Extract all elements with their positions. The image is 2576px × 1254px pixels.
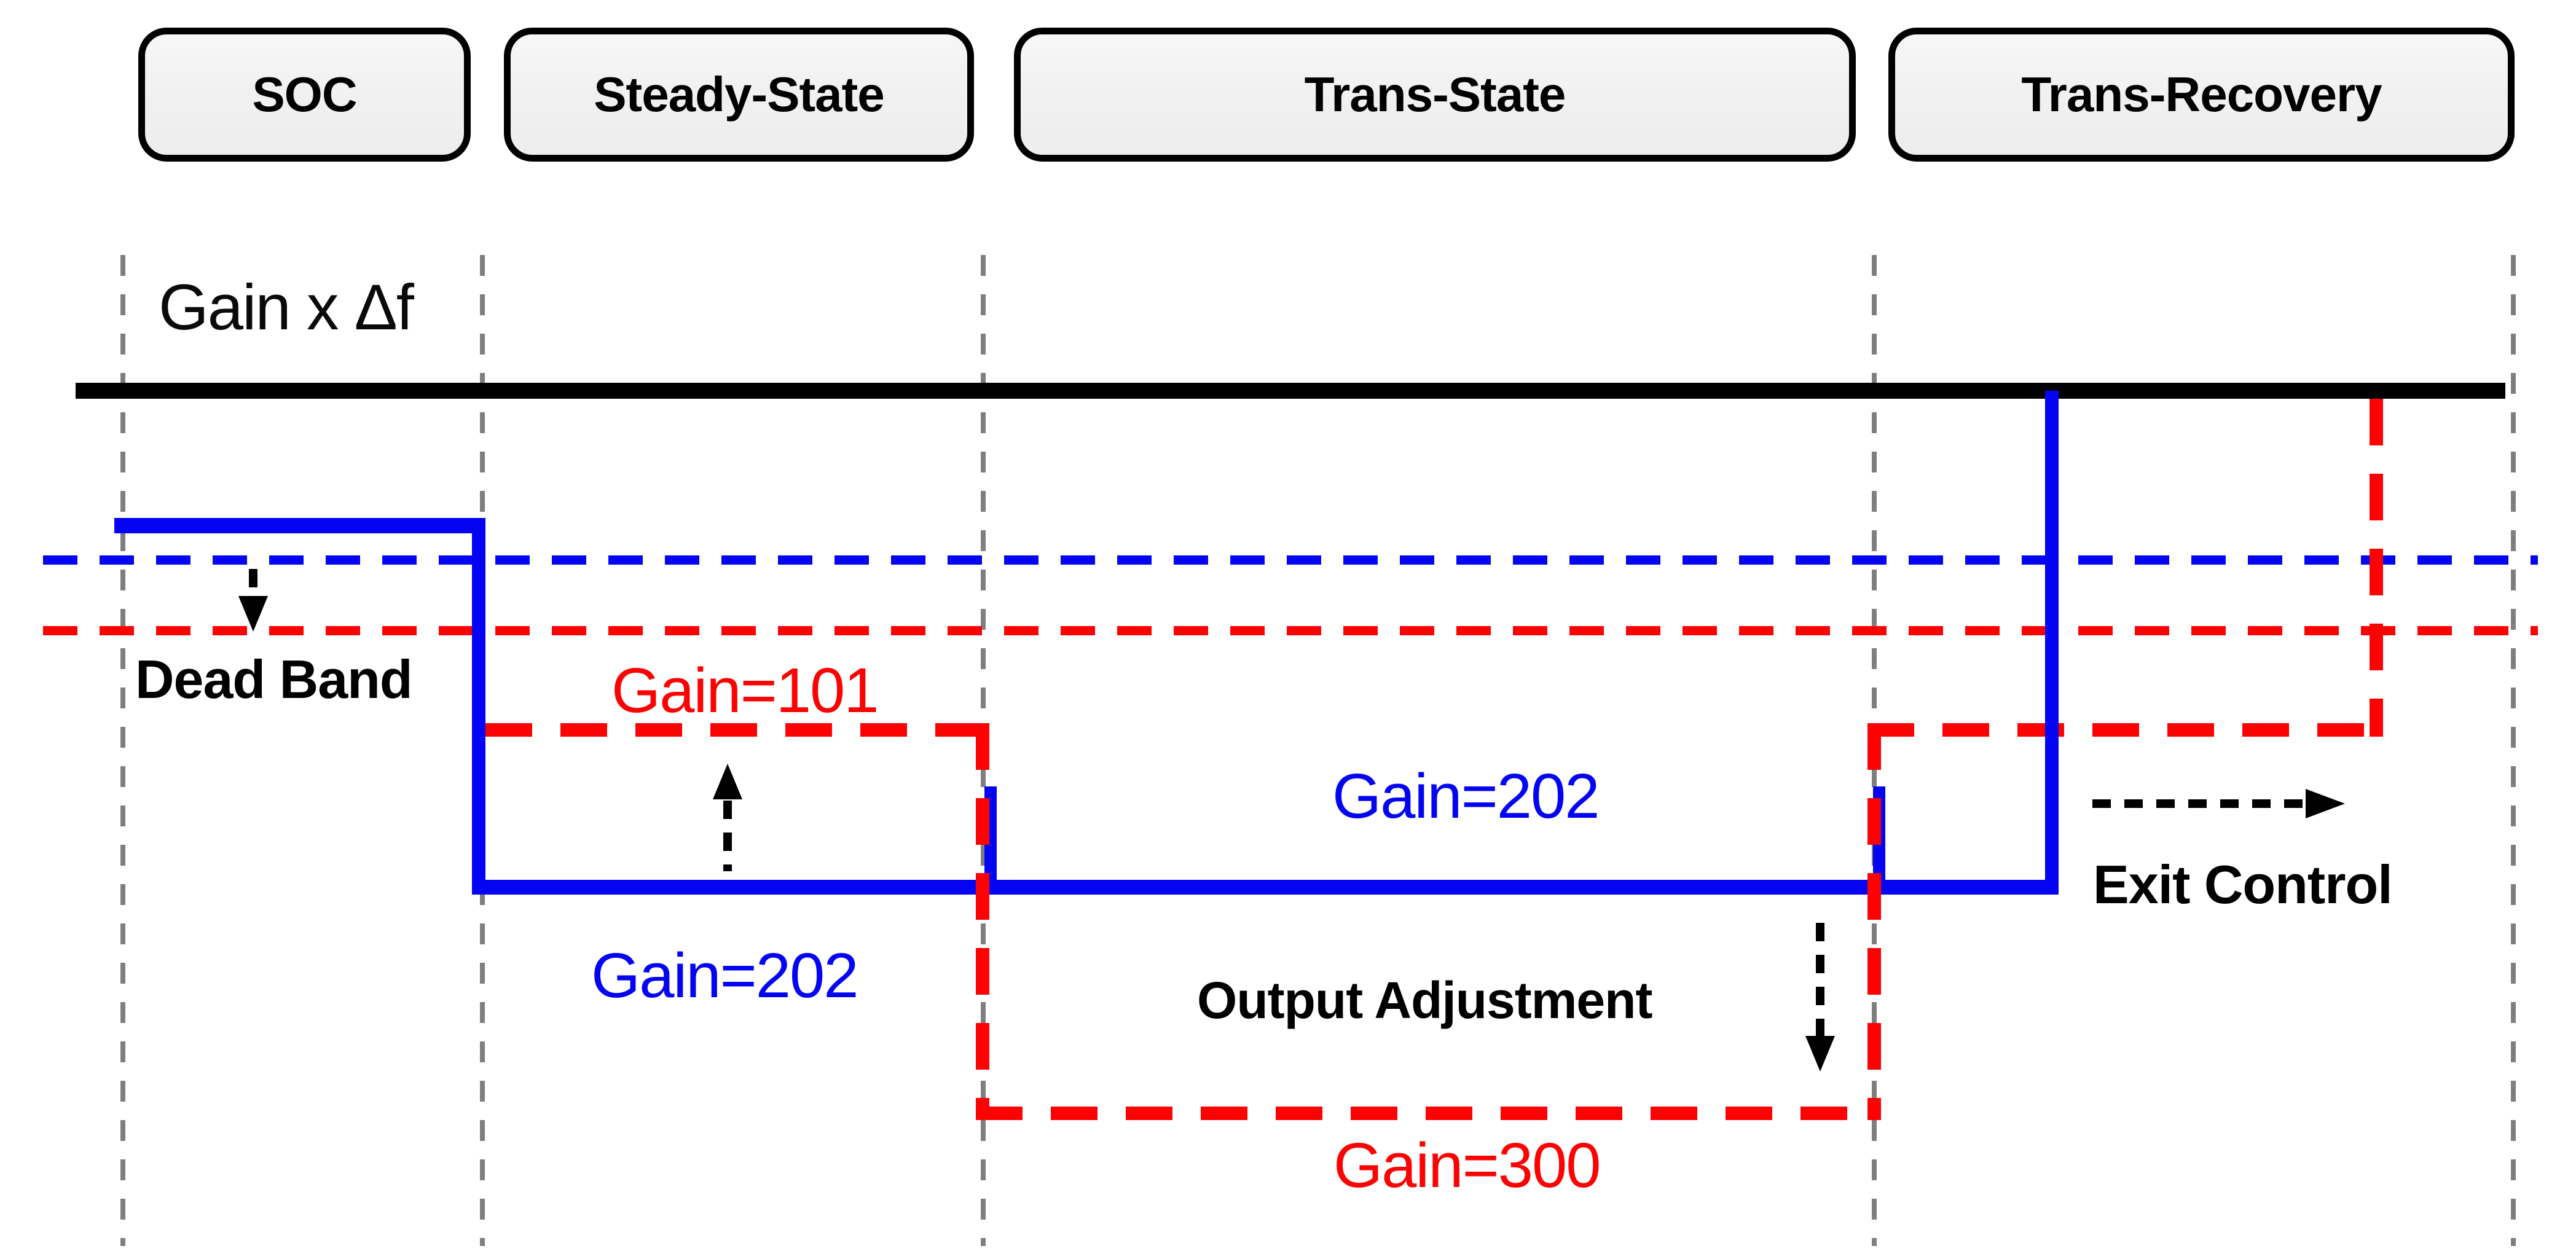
red-gain-line-trans-segment	[976, 1107, 1881, 1120]
dead-band-label: Dead Band	[135, 649, 413, 710]
output-adjustment-arrow-shaft	[1816, 923, 1824, 1037]
gain-baseline	[76, 383, 2505, 399]
state-box-trans-recovery: Trans-Recovery	[1888, 28, 2515, 162]
state-box-label: Trans-Recovery	[2021, 67, 2382, 122]
arrowhead-down-icon	[1805, 1036, 1835, 1072]
arrowhead-down-icon	[238, 596, 268, 632]
red-gain-line-steady-segment	[485, 723, 989, 737]
blue-gain-line-soc-segment	[114, 518, 485, 533]
exit-control-arrow-shaft	[2092, 799, 2307, 808]
state-box-steady-state: Steady-State	[504, 28, 974, 162]
state-box-soc: SOC	[138, 28, 471, 162]
blue-gain-line-bottom-segment	[472, 880, 2057, 895]
gain-202-trans-label: Gain=202	[1332, 761, 1600, 831]
state-box-label: Steady-State	[594, 67, 885, 122]
red-gain-line-recovery-segment	[1867, 723, 2383, 737]
gain-202-steady-label: Gain=202	[591, 940, 859, 1011]
phase-boundary-line-1	[120, 255, 125, 1246]
phase-boundary-line-5	[2511, 255, 2516, 1246]
state-box-trans-state: Trans-State	[1014, 28, 1856, 162]
dead-band-arrow-shaft	[249, 569, 257, 599]
dead-band-lower-limit-line	[43, 626, 2538, 635]
gain-axis-label: Gain x Δf	[159, 272, 414, 343]
gain-increase-arrow-shaft	[723, 801, 732, 871]
red-gain-line-exit-rise	[2370, 399, 2383, 737]
arrowhead-up-icon	[713, 764, 742, 799]
exit-control-label: Exit Control	[2093, 854, 2393, 915]
output-adjustment-label: Output Adjustment	[1197, 971, 1652, 1029]
red-gain-line-recovery-rise	[1867, 723, 1881, 1120]
blue-gain-line-exit-rise	[2045, 391, 2059, 895]
red-gain-line-drop	[976, 723, 989, 1120]
state-box-label: SOC	[252, 67, 357, 122]
blue-gain-line-drop	[472, 518, 485, 895]
arrowhead-right-icon	[2306, 789, 2345, 818]
dead-band-upper-limit-line	[43, 555, 2538, 565]
state-box-label: Trans-State	[1304, 67, 1566, 122]
gain-101-label: Gain=101	[611, 655, 879, 726]
gain-300-label: Gain=300	[1333, 1130, 1601, 1201]
